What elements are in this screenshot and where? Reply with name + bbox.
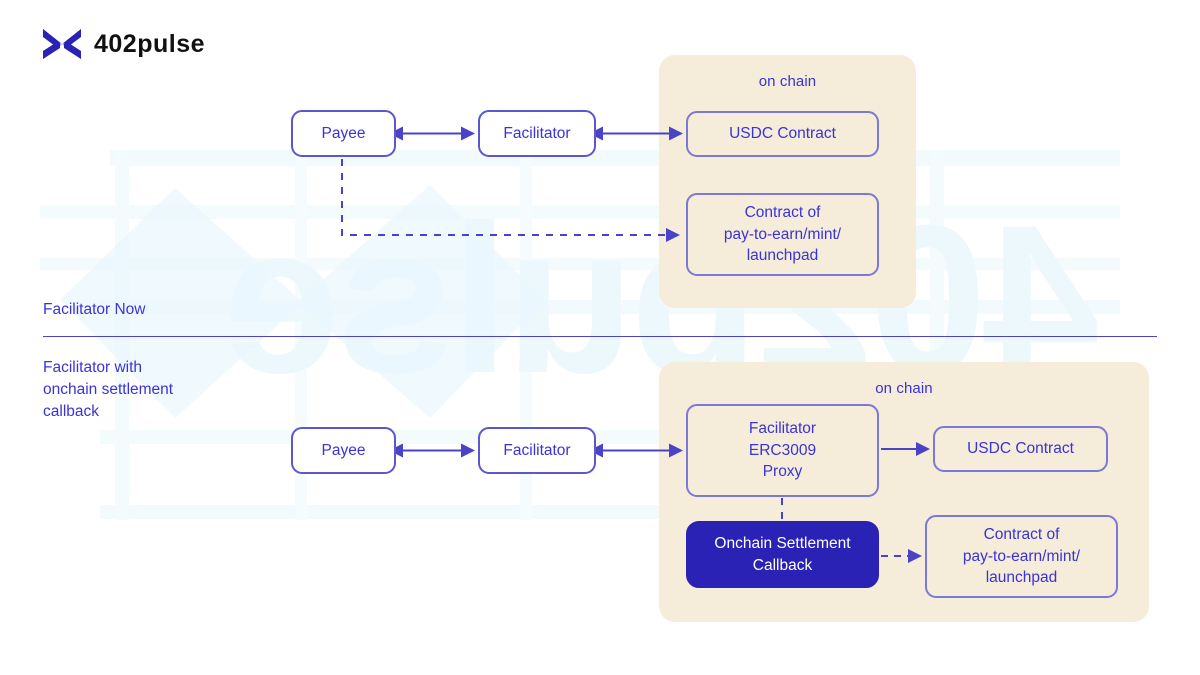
node-label-line2: Callback xyxy=(752,556,813,574)
node-usdc-contract-bottom[interactable]: USDC Contract xyxy=(933,426,1108,472)
node-label-line3: launchpad xyxy=(746,247,819,265)
node-label-line2: pay-to-earn/mint/ xyxy=(723,225,842,243)
node-label-line2: pay-to-earn/mint/ xyxy=(962,547,1081,565)
section-label-text: Facilitator Now xyxy=(43,301,146,318)
section-label-line3: callback xyxy=(43,403,99,420)
node-label-line2: ERC3009 xyxy=(748,441,817,459)
node-payee-top[interactable]: Payee xyxy=(291,110,396,157)
section-label-facilitator-with-callback: Facilitator with onchain settlement call… xyxy=(43,357,263,423)
node-usdc-contract-top[interactable]: USDC Contract xyxy=(686,111,879,157)
node-contract-pay-to-earn-bottom[interactable]: Contract of pay-to-earn/mint/ launchpad xyxy=(925,515,1118,598)
node-facilitator-bottom[interactable]: Facilitator xyxy=(478,427,596,474)
node-label: Facilitator xyxy=(503,441,571,459)
node-label: Facilitator xyxy=(503,124,571,142)
section-divider xyxy=(43,336,1157,337)
node-label-multiline: Contract of pay-to-earn/mint/ launchpad xyxy=(718,202,847,266)
wordmark-text: 402pulse xyxy=(94,30,205,58)
node-label: Payee xyxy=(321,441,366,459)
node-label-multiline: Facilitator ERC3009 Proxy xyxy=(743,418,822,482)
node-label-multiline: Onchain Settlement Callback xyxy=(708,533,856,576)
node-contract-pay-to-earn-top[interactable]: Contract of pay-to-earn/mint/ launchpad xyxy=(686,193,879,276)
node-label-line1: Facilitator xyxy=(748,420,817,438)
node-label-line1: Contract of xyxy=(744,204,821,222)
node-label-line3: launchpad xyxy=(985,569,1058,587)
panel-title-top: on chain xyxy=(758,73,817,90)
node-label: Payee xyxy=(321,124,366,142)
section-label-line1: Facilitator with xyxy=(43,359,143,376)
node-onchain-settlement-callback[interactable]: Onchain Settlement Callback xyxy=(686,521,879,588)
edge-payee-contract-top xyxy=(341,159,680,242)
node-label: USDC Contract xyxy=(729,125,836,143)
section-label-line2: onchain settlement xyxy=(43,381,174,398)
node-payee-bottom[interactable]: Payee xyxy=(291,427,396,474)
node-facilitator-erc3009-proxy[interactable]: Facilitator ERC3009 Proxy xyxy=(686,404,879,497)
x-mark-icon xyxy=(43,29,81,59)
node-facilitator-top[interactable]: Facilitator xyxy=(478,110,596,157)
node-label: USDC Contract xyxy=(967,440,1074,458)
section-label-facilitator-now: Facilitator Now xyxy=(43,299,146,321)
node-label-multiline: Contract of pay-to-earn/mint/ launchpad xyxy=(957,524,1086,588)
node-label-line3: Proxy xyxy=(762,463,803,481)
node-label-line1: Onchain Settlement xyxy=(714,535,851,553)
panel-title-bottom: on chain xyxy=(875,380,933,397)
brand-logo: 402pulse xyxy=(40,26,234,62)
brand-wordmark: 402pulse xyxy=(94,30,205,58)
node-label-line1: Contract of xyxy=(983,526,1060,544)
